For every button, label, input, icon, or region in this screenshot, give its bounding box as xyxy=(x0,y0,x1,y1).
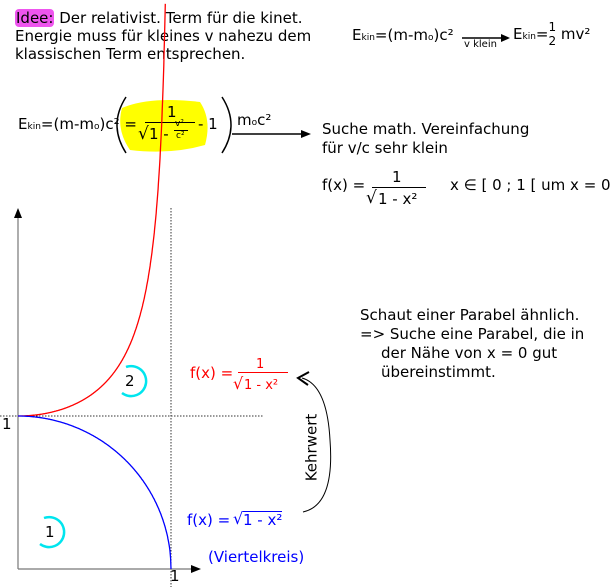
arrow-head-icon xyxy=(301,130,311,138)
fx-def-den: 1 - x² xyxy=(378,190,418,208)
reciprocal-arc xyxy=(301,377,332,513)
reciprocal-arrow-head-icon xyxy=(296,371,310,386)
x-axis-arrow-icon xyxy=(191,565,201,573)
x-tick-1: 1 xyxy=(170,567,180,585)
intro-text: Der relativist. Term für die kinet. xyxy=(54,9,303,27)
intro-line-1: Idee: Der relativist. Term für die kinet… xyxy=(15,9,302,28)
red-label-lhs: f(x) = xyxy=(190,364,234,382)
arrow-label-v-klein: v klein xyxy=(464,39,497,50)
badge-1-circle xyxy=(39,515,66,549)
sqrt-sign: √ xyxy=(233,374,244,393)
main-c2: c² xyxy=(176,131,185,141)
note-line-4: übereinstimmt. xyxy=(381,363,496,381)
main-formula-lhs: Ekin=(m-mo)c² = xyxy=(18,115,137,133)
arrow-head-icon xyxy=(501,34,510,42)
blue-label-lhs: f(x) = xyxy=(187,511,231,529)
left-paren xyxy=(116,96,127,154)
main-sqrt-one: 1 - xyxy=(149,125,169,143)
note-line-1: Schaut einer Parabel ähnlich. xyxy=(360,306,580,324)
red-label-bar xyxy=(238,372,288,373)
red-label-den: 1 - x² xyxy=(244,378,279,393)
main-tail: moc² xyxy=(237,111,272,129)
reciprocal-label: Kehrwert xyxy=(302,413,321,482)
search-line-2: für v/c sehr klein xyxy=(322,139,448,157)
red-curve-reciprocal xyxy=(18,3,166,417)
main-frac-bar xyxy=(145,122,195,123)
badge-2: 2 xyxy=(125,372,135,390)
sqrt-sign: √ xyxy=(366,188,377,208)
fx-def-num: 1 xyxy=(392,168,402,186)
blue-note-viertelkreis: (Viertelkreis) xyxy=(208,548,305,566)
y-axis-arrow-icon xyxy=(14,208,22,218)
fx-def-bar xyxy=(372,187,426,188)
right-paren xyxy=(221,96,232,154)
main-minus-one: - 1 xyxy=(198,115,218,133)
intro-line-3: klassischen Term entsprechen. xyxy=(15,45,246,63)
note-line-2: => Suche eine Parabel, die in xyxy=(360,325,585,343)
badge-1: 1 xyxy=(45,523,55,541)
note-line-3: der Nähe von x = 0 gut xyxy=(381,344,558,362)
blue-curve-quarter-circle xyxy=(18,415,172,570)
badge-2-circle xyxy=(121,364,148,398)
sqrt-sign: √ xyxy=(138,124,149,144)
y-tick-1: 1 xyxy=(2,415,12,433)
v-over-c-bar xyxy=(174,130,188,131)
main-frac-num: 1 xyxy=(167,103,177,121)
search-line-1: Suche math. Vereinfachung xyxy=(322,120,530,138)
red-label-num: 1 xyxy=(256,357,265,372)
idee-highlight: Idee: xyxy=(15,9,55,27)
yellow-highlight xyxy=(120,100,208,152)
main-v2: v² xyxy=(175,119,184,129)
fx-def-lhs: f(x) = xyxy=(322,176,366,194)
fx-domain: x ∈ [ 0 ; 1 [ um x = 0 xyxy=(450,176,610,194)
intro-line-2: Energie muss für kleines v nahezu dem xyxy=(15,27,312,45)
top-formula-lhs: Ekin=(m-mo)c² xyxy=(352,26,454,44)
sqrt-sign: √ xyxy=(233,509,244,528)
blue-label-sqrt: 1 - x² xyxy=(243,511,283,529)
